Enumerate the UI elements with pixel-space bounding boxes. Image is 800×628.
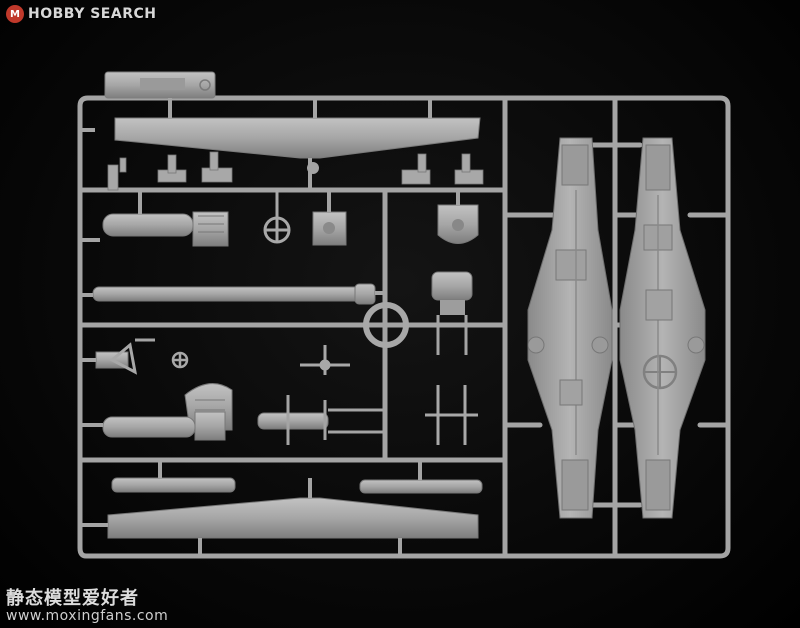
cradle-part [431,271,473,355]
sprue-frame [77,95,731,559]
square-plate-part [312,190,347,246]
carriage-trail-left [527,137,613,519]
lower-bar-parts [111,460,483,494]
ring-part [363,302,409,348]
frame-gates [80,128,108,527]
watermark: 静态模型爱好者 www.moxingfans.com [6,590,168,624]
watermark-url: www.moxingfans.com [6,608,169,625]
hand-wheel-part [263,190,291,244]
cylinder-part-2 [102,411,226,441]
watermark-chinese-text: 静态模型爱好者 [6,588,139,610]
hobby-search-logo: M HOBBY SEARCH [6,4,156,24]
carriage-trail-right [619,137,706,519]
logo-badge-icon: M [6,5,24,23]
upper-tapered-plate [114,98,481,190]
logo-text: HOBBY SEARCH [28,6,157,22]
tripod-part [95,338,155,375]
lower-tapered-plate [107,478,479,556]
small-wheel-part [171,351,189,369]
recoil-assembly-part [257,395,385,445]
cylinder-part-1 [102,190,229,247]
long-barrel-part [92,283,385,305]
sprue-label-tab [104,71,216,99]
linkage-part [300,345,350,375]
small-bracket-parts [107,151,484,191]
shield-part [437,190,479,244]
pin-parts [425,385,478,445]
logo-badge-glyph: M [10,8,20,20]
